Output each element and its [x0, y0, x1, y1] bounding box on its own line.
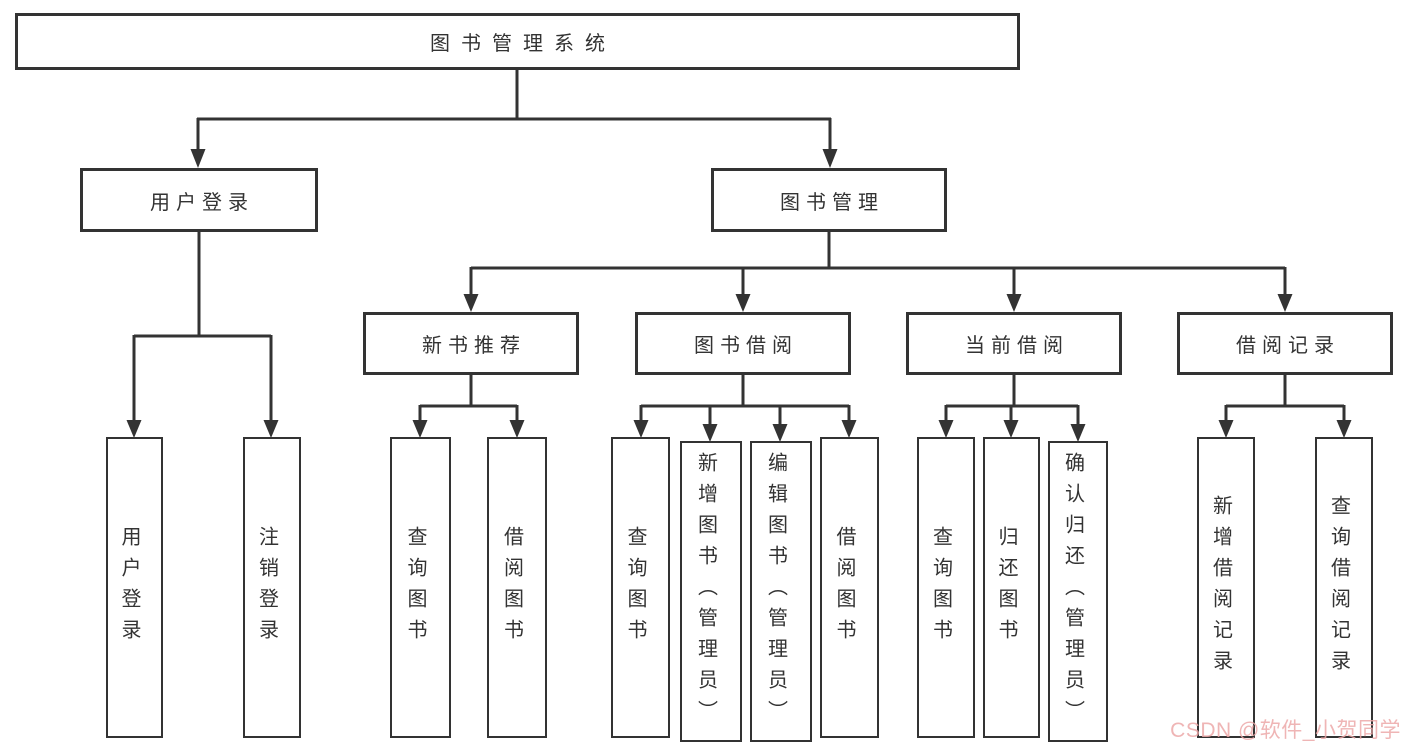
leaf-borrowing-borrow-books: 借阅图书 — [820, 437, 879, 738]
node-label: 归还图书 — [995, 525, 1017, 650]
node-label: 图书借阅 — [694, 335, 798, 357]
leaf-records-query-borrow-record: 查询借阅记录 — [1315, 437, 1373, 738]
node-new-book-recommendation: 新书推荐 — [363, 312, 579, 375]
arrow-down-icon — [126, 420, 142, 438]
arrow-down-icon — [1006, 294, 1022, 312]
node-label: 用户登录 — [118, 525, 140, 650]
node-book-management: 图书管理 — [711, 168, 947, 232]
node-label: 确认归还（管理员） — [1061, 452, 1084, 731]
leaf-current-query-books: 查询图书 — [917, 437, 975, 738]
connector-book-mgmt-to-level2 — [463, 231, 1293, 312]
node-label: 当前借阅 — [965, 335, 1069, 357]
leaf-records-add-borrow-record: 新增借阅记录 — [1197, 437, 1255, 738]
node-label: 用户登录 — [150, 191, 254, 214]
node-book-borrowing: 图书借阅 — [635, 312, 851, 375]
arrow-down-icon — [1336, 420, 1352, 438]
node-book-management-system: 图书管理系统 — [15, 13, 1020, 70]
node-label: 借阅记录 — [1236, 335, 1340, 357]
arrow-down-icon — [841, 420, 857, 438]
connector-borrowing-records-to-leaves — [1218, 373, 1352, 438]
node-user-login-branch: 用户登录 — [80, 168, 318, 232]
connector-book-borrowing-to-leaves — [633, 373, 857, 442]
node-label: 新增借阅记录 — [1209, 494, 1232, 681]
leaf-newbook-borrow-books: 借阅图书 — [487, 437, 547, 738]
node-current-borrowing: 当前借阅 — [906, 312, 1122, 375]
node-label: 查询图书 — [404, 525, 426, 650]
arrow-down-icon — [509, 420, 525, 438]
arrow-down-icon — [190, 149, 206, 168]
node-label: 查询图书 — [624, 525, 646, 650]
leaf-logout: 注销登录 — [243, 437, 301, 738]
node-label: 图书管理系统 — [430, 33, 616, 55]
leaf-current-confirm-return-admin: 确认归还（管理员） — [1048, 441, 1108, 742]
leaf-borrowing-edit-books-admin: 编辑图书（管理员） — [750, 441, 812, 742]
connector-user-login-to-leaves — [126, 231, 279, 438]
arrow-down-icon — [1277, 294, 1293, 312]
leaf-current-return-books: 归还图书 — [983, 437, 1040, 738]
node-label: 编辑图书（管理员） — [764, 452, 787, 731]
node-borrowing-records: 借阅记录 — [1177, 312, 1393, 375]
arrow-down-icon — [1070, 424, 1086, 442]
node-label: 借阅图书 — [500, 525, 523, 650]
connector-current-borrowing-to-leaves — [938, 373, 1086, 442]
arrow-down-icon — [772, 424, 788, 442]
arrow-down-icon — [463, 294, 479, 312]
leaf-user-login: 用户登录 — [106, 437, 163, 738]
node-label: 借阅图书 — [833, 525, 855, 650]
arrow-down-icon — [1218, 420, 1234, 438]
node-label: 查询借阅记录 — [1327, 494, 1350, 681]
leaf-borrowing-add-books-admin: 新增图书（管理员） — [680, 441, 742, 742]
watermark-text: CSDN @软件_小贺同学 — [1170, 719, 1401, 742]
arrow-down-icon — [412, 420, 428, 438]
connector-root-to-level1 — [190, 68, 838, 168]
node-label: 新增图书（管理员） — [694, 452, 717, 731]
arrow-down-icon — [1003, 420, 1019, 438]
node-label: 新书推荐 — [422, 335, 526, 357]
arrow-down-icon — [938, 420, 954, 438]
arrow-down-icon — [702, 424, 718, 442]
arrow-down-icon — [263, 420, 279, 438]
arrow-down-icon — [633, 420, 649, 438]
node-label: 图书管理 — [780, 191, 884, 214]
arrow-down-icon — [822, 149, 838, 168]
node-label: 注销登录 — [255, 525, 278, 650]
arrow-down-icon — [735, 294, 751, 312]
connector-new-book-rec-to-leaves — [412, 373, 525, 438]
leaf-newbook-query-books: 查询图书 — [390, 437, 451, 738]
node-label: 查询图书 — [929, 525, 952, 650]
leaf-borrowing-query-books: 查询图书 — [611, 437, 670, 738]
